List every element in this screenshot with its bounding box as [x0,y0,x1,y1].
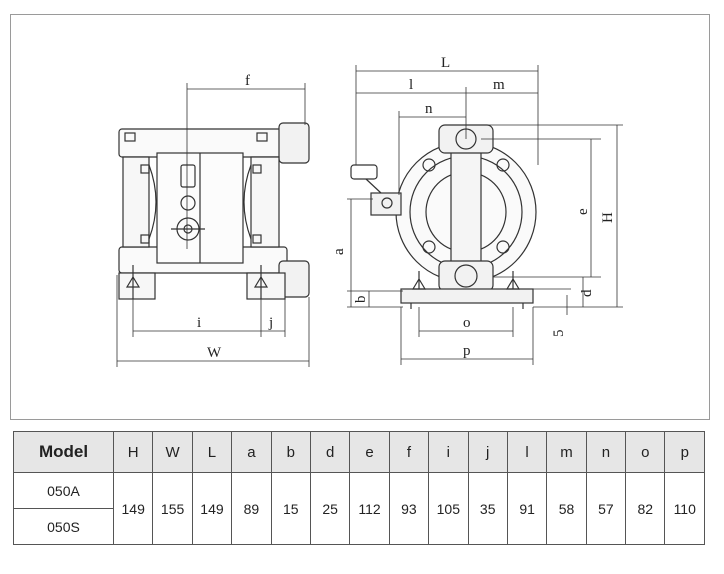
front-view-pump [350,124,537,309]
front-view-dimensions [347,65,623,365]
dim-label-n: n [425,101,433,117]
technical-drawing: f i j W L l m n a b e H d 5 o p [10,14,710,420]
header-m: m [546,431,587,473]
spec-table: Model H W L a b d e f i j l m n o p 050A… [13,431,705,545]
header-o: o [625,431,666,473]
table-row: 050A 149 155 149 89 15 25 112 93 105 35 … [13,472,705,545]
header-l: l [506,431,548,473]
value-m: 58 [546,472,587,545]
header-d: d [309,431,351,473]
header-model: Model [13,431,114,473]
dim-label-j: j [268,315,273,331]
dim-label-o: o [463,315,471,331]
model-cell-050S: 050S [13,508,114,545]
header-W: W [152,431,193,473]
header-j: j [467,431,508,473]
value-i: 105 [428,472,469,545]
header-a: a [231,431,272,473]
value-f: 93 [388,472,430,545]
dim-label-i: i [197,315,201,331]
value-L: 149 [191,472,233,545]
value-W: 155 [152,472,193,545]
dim-label-a: a [331,248,347,255]
dim-label-5: 5 [551,330,567,338]
table-row: 050S [13,508,705,545]
model-cell-050A: 050A [13,472,114,509]
dim-label-l: l [409,77,413,93]
dim-label-b: b [353,296,369,304]
header-i: i [428,431,469,473]
dim-label-L: L [441,55,450,71]
value-o: 82 [625,472,666,545]
dim-label-e: e [575,208,591,215]
value-n: 57 [585,472,627,545]
header-H: H [112,431,154,473]
header-L: L [191,431,233,473]
value-a: 89 [231,472,272,545]
spec-table-header-row: Model H W L a b d e f i j l m n o p [13,431,705,473]
dim-label-m: m [493,77,505,93]
dim-label-H: H [600,212,616,223]
value-e: 112 [349,472,390,545]
value-j: 35 [467,472,508,545]
dim-label-f: f [245,73,250,89]
header-p: p [664,431,705,473]
dim-label-d: d [579,289,595,297]
value-H: 149 [112,472,154,545]
header-b: b [270,431,311,473]
header-e: e [349,431,390,473]
value-d: 25 [309,472,351,545]
header-f: f [388,431,430,473]
pump-diagram-svg: f i j W L l m n a b e H d 5 o p [116,55,623,367]
dim-label-W: W [207,345,222,361]
side-view-dimensions [116,83,310,367]
side-view-pump [118,122,310,300]
header-n: n [585,431,627,473]
value-p: 110 [664,472,705,545]
dim-label-p: p [463,343,471,359]
value-l: 91 [506,472,548,545]
value-b: 15 [270,472,311,545]
